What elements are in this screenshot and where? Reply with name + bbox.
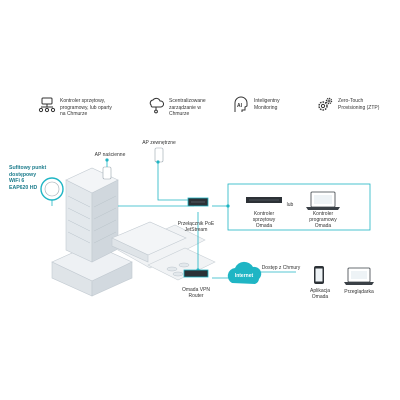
svg-text:AI: AI <box>237 103 243 109</box>
feature-cloud-text: Scentralizowane zarządzanie w Chmurze <box>169 98 206 117</box>
plaza-umbrellas <box>166 262 190 277</box>
phone-device <box>314 266 324 284</box>
label-ap-ceiling: AP naścienne <box>94 152 126 158</box>
gears-ztp-icon <box>318 97 333 111</box>
wall-ap-device <box>102 166 112 180</box>
feature-monitoring-text: Inteligentny Monitoring <box>254 98 280 111</box>
label-mobile-app: Aplikacja Omada <box>309 288 330 300</box>
label-ap-outdoor: AP zewnętrzne <box>142 140 176 146</box>
internet-cloud <box>227 261 262 284</box>
browser-laptop-device <box>344 267 374 285</box>
label-browser: Przeglądarka <box>344 289 374 295</box>
feature-monitoring: AI Inteligentny Monitoring <box>232 96 280 114</box>
poe-switch-device <box>187 197 209 207</box>
feature-ztp-text: Zero-Touch Provisioning (ZTP) <box>338 98 380 111</box>
side-building-left <box>111 237 149 263</box>
hardware-controller-icon <box>38 97 56 113</box>
tall-building-right <box>91 179 119 263</box>
label-vpn-router: Omada VPN Router <box>181 287 211 299</box>
low-building-right <box>91 261 133 297</box>
feature-controller: Kontroler sprzętowy, programowy, lub opa… <box>38 96 112 118</box>
label-sw-controller: Kontroler programowy Omada <box>309 211 337 229</box>
highlight-ap-icon <box>44 181 60 197</box>
label-or: lub <box>286 202 294 208</box>
cloud-centralized-icon <box>149 97 165 114</box>
building-windows <box>67 195 117 244</box>
vpn-router-device <box>183 269 209 278</box>
feature-controller-text: Kontroler sprzętowy, programowy, lub opa… <box>60 98 112 117</box>
label-poe-switch: Przełącznik PoE JetStream <box>177 221 215 233</box>
outdoor-ap-device <box>154 147 164 163</box>
label-cloud-access: Dostęp z Chmury <box>261 265 301 271</box>
label-internet: Internet <box>234 273 254 279</box>
laptop-device <box>306 191 340 210</box>
label-hw-controller: Kontroler sprzętowy Omada <box>252 211 276 229</box>
hardware-controller-device <box>246 197 282 203</box>
feature-ztp: Zero-Touch Provisioning (ZTP) <box>316 96 379 114</box>
feature-cloud: Scentralizowane zarządzanie w Chmurze <box>147 96 206 118</box>
ai-monitoring-icon: AI <box>234 96 248 112</box>
label-highlight-ap: Sufitowy punkt dostępowy WiFi 6 EAP620 H… <box>9 165 47 191</box>
